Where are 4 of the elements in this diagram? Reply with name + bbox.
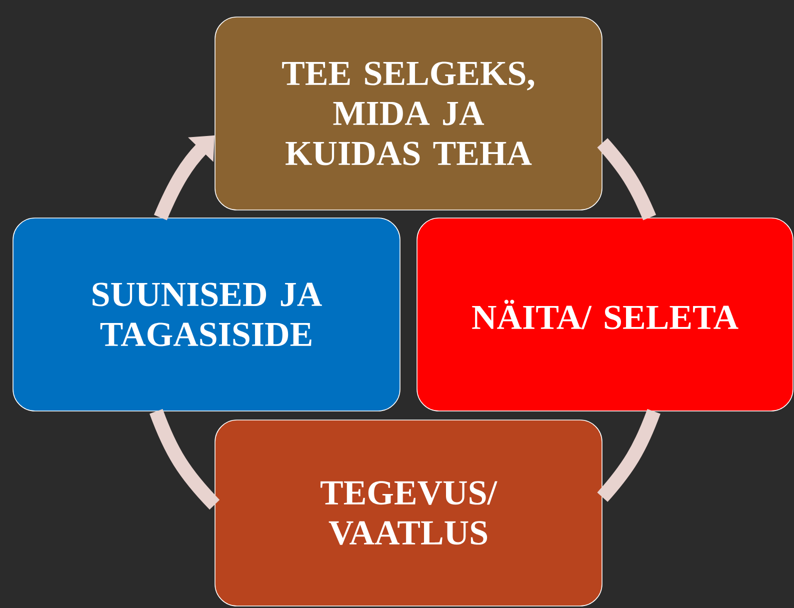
process-box: TEE SELGEKS, MIDA JA KUIDAS TEHA	[214, 16, 602, 210]
process-box: NÄITA/ SELETA	[416, 218, 794, 412]
process-box: SUUNISED JA TAGASISIDE	[12, 218, 400, 412]
process-box: TEGEVUS/ VAATLUS	[214, 420, 602, 606]
